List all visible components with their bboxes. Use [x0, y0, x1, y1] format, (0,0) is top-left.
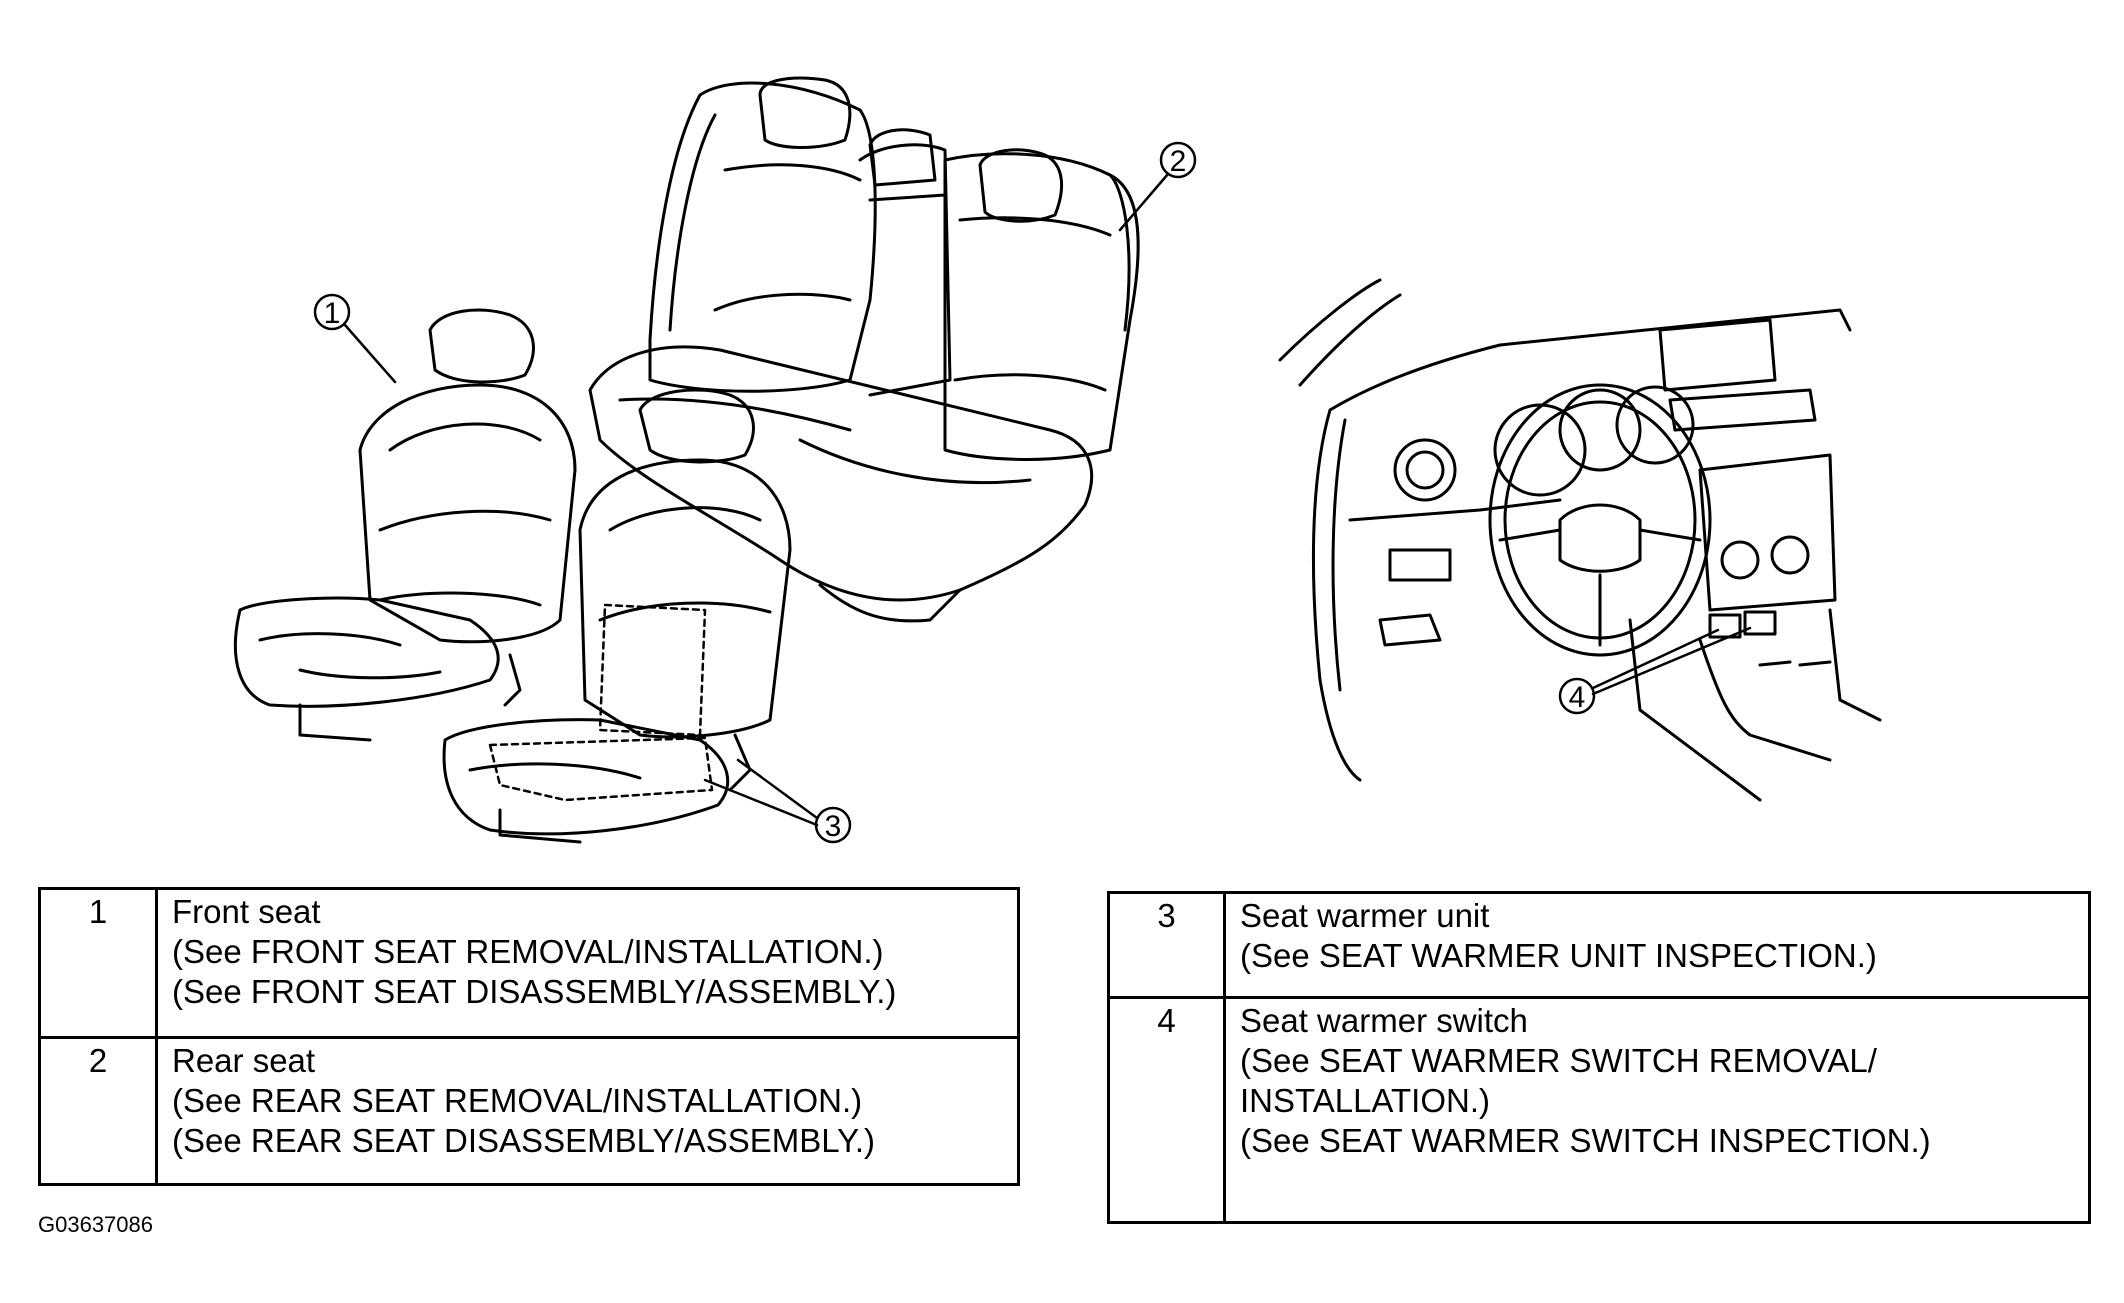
legend-description: Seat warmer unit (See SEAT WARMER UNIT I…: [1223, 891, 2091, 999]
legend-item-reference: INSTALLATION.): [1240, 1082, 1490, 1119]
figure-code: G03637086: [38, 1212, 153, 1237]
callout-2: 2: [1118, 141, 1197, 232]
legend-number: 2: [38, 1036, 158, 1186]
callout-1: 1: [313, 293, 397, 384]
legend-item-reference: (See REAR SEAT REMOVAL/INSTALLATION.): [172, 1082, 863, 1119]
front-seat-illustration: [233, 308, 577, 742]
legend-description: Front seat (See FRONT SEAT REMOVAL/INSTA…: [155, 887, 1020, 1039]
callout-4-label: 4: [1569, 681, 1586, 714]
legend-table-left: 1 Front seat (See FRONT SEAT REMOVAL/INS…: [38, 887, 1020, 1186]
seat-warmer-diagram: 1 2 3 4: [233, 76, 1882, 844]
legend-item-title: Front seat: [172, 893, 321, 930]
callout-3-label: 3: [825, 810, 842, 843]
callout-2-label: 2: [1170, 145, 1187, 178]
callout-4: 4: [1558, 626, 1752, 715]
legend-item-reference: (See SEAT WARMER UNIT INSPECTION.): [1240, 937, 1877, 974]
legend-row: 3 Seat warmer unit (See SEAT WARMER UNIT…: [1107, 891, 2091, 999]
legend-item-reference: (See SEAT WARMER SWITCH INSPECTION.): [1240, 1122, 1931, 1159]
legend-number: 3: [1107, 891, 1226, 999]
rear-seat-illustration: [588, 76, 1140, 623]
legend-item-reference: (See FRONT SEAT REMOVAL/INSTALLATION.): [172, 933, 884, 970]
legend-number: 1: [38, 887, 158, 1039]
dashboard-illustration: [1278, 278, 1882, 802]
callout-3: 3: [703, 758, 852, 844]
legend-description: Rear seat (See REAR SEAT REMOVAL/INSTALL…: [155, 1036, 1020, 1186]
front-seat-with-warmer-illustration: [442, 388, 792, 844]
legend-row: 4 Seat warmer switch (See SEAT WARMER SW…: [1107, 996, 2091, 1224]
legend-table-right: 3 Seat warmer unit (See SEAT WARMER UNIT…: [1107, 891, 2091, 1224]
legend-row: 1 Front seat (See FRONT SEAT REMOVAL/INS…: [38, 887, 1020, 1039]
legend-item-title: Seat warmer switch: [1240, 1002, 1528, 1039]
legend-item-reference: (See FRONT SEAT DISASSEMBLY/ASSEMBLY.): [172, 973, 897, 1010]
legend-item-reference: (See REAR SEAT DISASSEMBLY/ASSEMBLY.): [172, 1122, 876, 1159]
legend-item-reference: (See SEAT WARMER SWITCH REMOVAL/: [1240, 1042, 1877, 1079]
legend-item-title: Rear seat: [172, 1042, 316, 1079]
callout-1-label: 1: [324, 297, 341, 330]
legend-description: Seat warmer switch (See SEAT WARMER SWIT…: [1223, 996, 2091, 1224]
legend-item-title: Seat warmer unit: [1240, 897, 1490, 934]
legend-row: 2 Rear seat (See REAR SEAT REMOVAL/INSTA…: [38, 1036, 1020, 1186]
legend-number: 4: [1107, 996, 1226, 1224]
